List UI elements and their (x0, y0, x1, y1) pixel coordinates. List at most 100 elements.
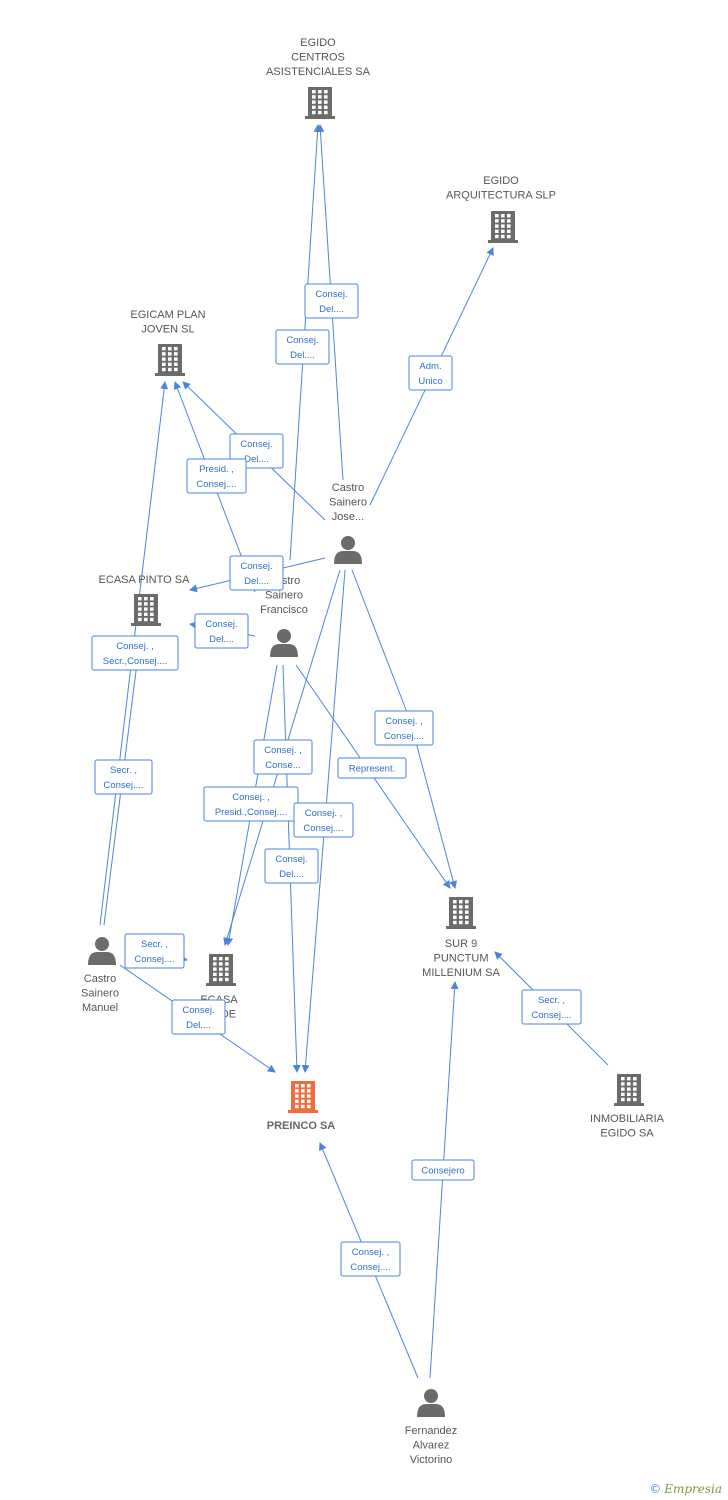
node-inmobiliaria[interactable]: INMOBILIARIA EGIDO SA (590, 1074, 665, 1140)
edge-label[interactable]: Consej.Del.... (229, 555, 284, 591)
edge-label-text: Del.... (244, 454, 269, 465)
node-label[interactable]: INMOBILIARIA (590, 1113, 665, 1125)
node-preinco[interactable]: PREINCO SA (267, 1081, 336, 1132)
building-icon[interactable] (155, 344, 185, 376)
building-icon[interactable] (206, 954, 236, 986)
building-icon[interactable] (446, 897, 476, 929)
edge-label[interactable]: Represent. (337, 757, 407, 779)
node-label[interactable]: Sainero (265, 590, 303, 602)
edge-label-text: Secr.,Consej.... (103, 656, 167, 667)
edge-label[interactable]: Consej.Del.... (304, 283, 359, 319)
node-label[interactable]: PREINCO SA (267, 1120, 336, 1132)
edge-label-box[interactable] (521, 989, 582, 1025)
node-label[interactable]: EGIDO SA (600, 1128, 654, 1140)
node-label[interactable]: MILLENIUM SA (422, 967, 500, 979)
edge-label-box[interactable] (408, 355, 453, 391)
edge-label-text: Consej. , (385, 716, 423, 727)
edge-label-box[interactable] (194, 613, 249, 649)
node-egido-centros[interactable]: EGIDO CENTROS ASISTENCIALES SA (266, 37, 371, 119)
node-castro-jose[interactable]: CastroSaineroJose... (329, 482, 367, 564)
node-label[interactable]: Manuel (82, 1002, 118, 1014)
edge-label[interactable]: Consej.Del.... (171, 999, 226, 1035)
edge-label-text: Consej. , (116, 641, 154, 652)
node-label[interactable]: Francisco (260, 604, 308, 616)
edge-label[interactable]: Consej. ,Presid.,Consej.... (203, 786, 299, 822)
node-label[interactable]: Castro (84, 973, 116, 985)
edge-label-text: Consej. (286, 335, 318, 346)
node-label[interactable]: EGIDO (483, 175, 519, 187)
node-sur9[interactable]: SUR 9 PUNCTUM MILLENIUM SA (422, 897, 500, 979)
edge-label-text: Consej.... (350, 1262, 390, 1273)
edge-label-box[interactable] (293, 802, 354, 838)
building-icon[interactable] (305, 87, 335, 119)
person-icon[interactable] (88, 937, 116, 965)
edge-label[interactable]: Consej.Del.... (264, 848, 319, 884)
edge-label-box[interactable] (91, 635, 179, 671)
node-label[interactable]: Sainero (81, 988, 119, 1000)
node-label[interactable]: PUNCTUM (434, 953, 489, 965)
edge-label-box[interactable] (229, 555, 284, 591)
node-egido-arq[interactable]: EGIDO ARQUITECTURA SLP (446, 175, 556, 243)
edge-label-box[interactable] (94, 759, 153, 795)
node-label[interactable]: EGIDO (300, 37, 336, 49)
building-icon[interactable] (614, 1074, 644, 1106)
edge-label[interactable]: Consej. ,Consej.... (340, 1241, 401, 1277)
node-label[interactable]: CENTROS (291, 52, 345, 64)
edge-label-box[interactable] (337, 757, 407, 779)
edge-label-box[interactable] (340, 1241, 401, 1277)
edge-label-box[interactable] (304, 283, 359, 319)
node-label[interactable]: Jose... (332, 511, 364, 523)
node-label[interactable]: Fernandez (405, 1425, 458, 1437)
node-label[interactable]: Alvarez (413, 1440, 450, 1452)
building-icon[interactable] (288, 1081, 318, 1113)
edge-label-text: Secr. , (141, 939, 168, 950)
person-icon[interactable] (270, 629, 298, 657)
node-label[interactable]: ASISTENCIALES SA (266, 66, 371, 78)
edge-label-text: Del.... (319, 304, 344, 315)
node-label[interactable]: Victorino (410, 1454, 453, 1466)
node-egicam[interactable]: EGICAM PLAN JOVEN SL (130, 309, 206, 376)
edge-label[interactable]: Consej.Del.... (194, 613, 249, 649)
edge-label[interactable]: Secr. ,Consej.... (521, 989, 582, 1025)
node-label[interactable]: Castro (332, 482, 364, 494)
edge-label[interactable]: Presid. ,Consej.... (186, 458, 247, 494)
building-icon[interactable] (488, 211, 518, 243)
edge-label-box[interactable] (275, 329, 330, 365)
node-label[interactable]: JOVEN SL (141, 324, 194, 336)
node-ecasa-pinto[interactable]: ECASA PINTO SA (99, 574, 191, 626)
edge-label-box[interactable] (411, 1159, 475, 1181)
edge-label[interactable]: Consej.Del.... (275, 329, 330, 365)
edge-label-text: Presid.,Consej.... (215, 807, 287, 818)
edge-label-text: Consej.... (531, 1010, 571, 1021)
copyright-notice[interactable]: ©Empresia (649, 1482, 722, 1496)
edge-label-box[interactable] (124, 933, 185, 969)
node-label[interactable]: EGICAM PLAN (130, 309, 205, 321)
node-label[interactable]: ECASA PINTO SA (99, 574, 191, 586)
edge-label[interactable]: Consej. , Secr.,Consej.... (91, 635, 179, 671)
edge-label[interactable]: Consejero (411, 1159, 475, 1181)
edge-label[interactable]: Adm.Unico (408, 355, 453, 391)
node-label[interactable]: Sainero (329, 497, 367, 509)
edge-label-box[interactable] (264, 848, 319, 884)
edge-label-box[interactable] (186, 458, 247, 494)
edge-label[interactable]: Secr. ,Consej.... (94, 759, 153, 795)
copyright-symbol: © (649, 1482, 662, 1496)
node-label[interactable]: ARQUITECTURA SLP (446, 190, 556, 202)
edge-label[interactable]: Consej. ,Conse... (253, 739, 313, 775)
building-icon[interactable] (131, 594, 161, 626)
edge-label[interactable]: Consej. ,Consej.... (293, 802, 354, 838)
person-icon[interactable] (334, 536, 362, 564)
edge-label-box[interactable] (171, 999, 226, 1035)
edge-label[interactable]: Secr. , Consej.... (124, 933, 185, 969)
edge-label-text: Consej. , (305, 808, 343, 819)
edge-label-text: Consej.... (134, 954, 174, 965)
person-icon[interactable] (417, 1389, 445, 1417)
edge-label-box[interactable] (374, 710, 434, 746)
edge-label[interactable]: Consej. ,Consej.... (374, 710, 434, 746)
node-label[interactable]: SUR 9 (445, 938, 477, 950)
edge-label-box[interactable] (253, 739, 313, 775)
edge-label-text: Consej. , (264, 745, 302, 756)
